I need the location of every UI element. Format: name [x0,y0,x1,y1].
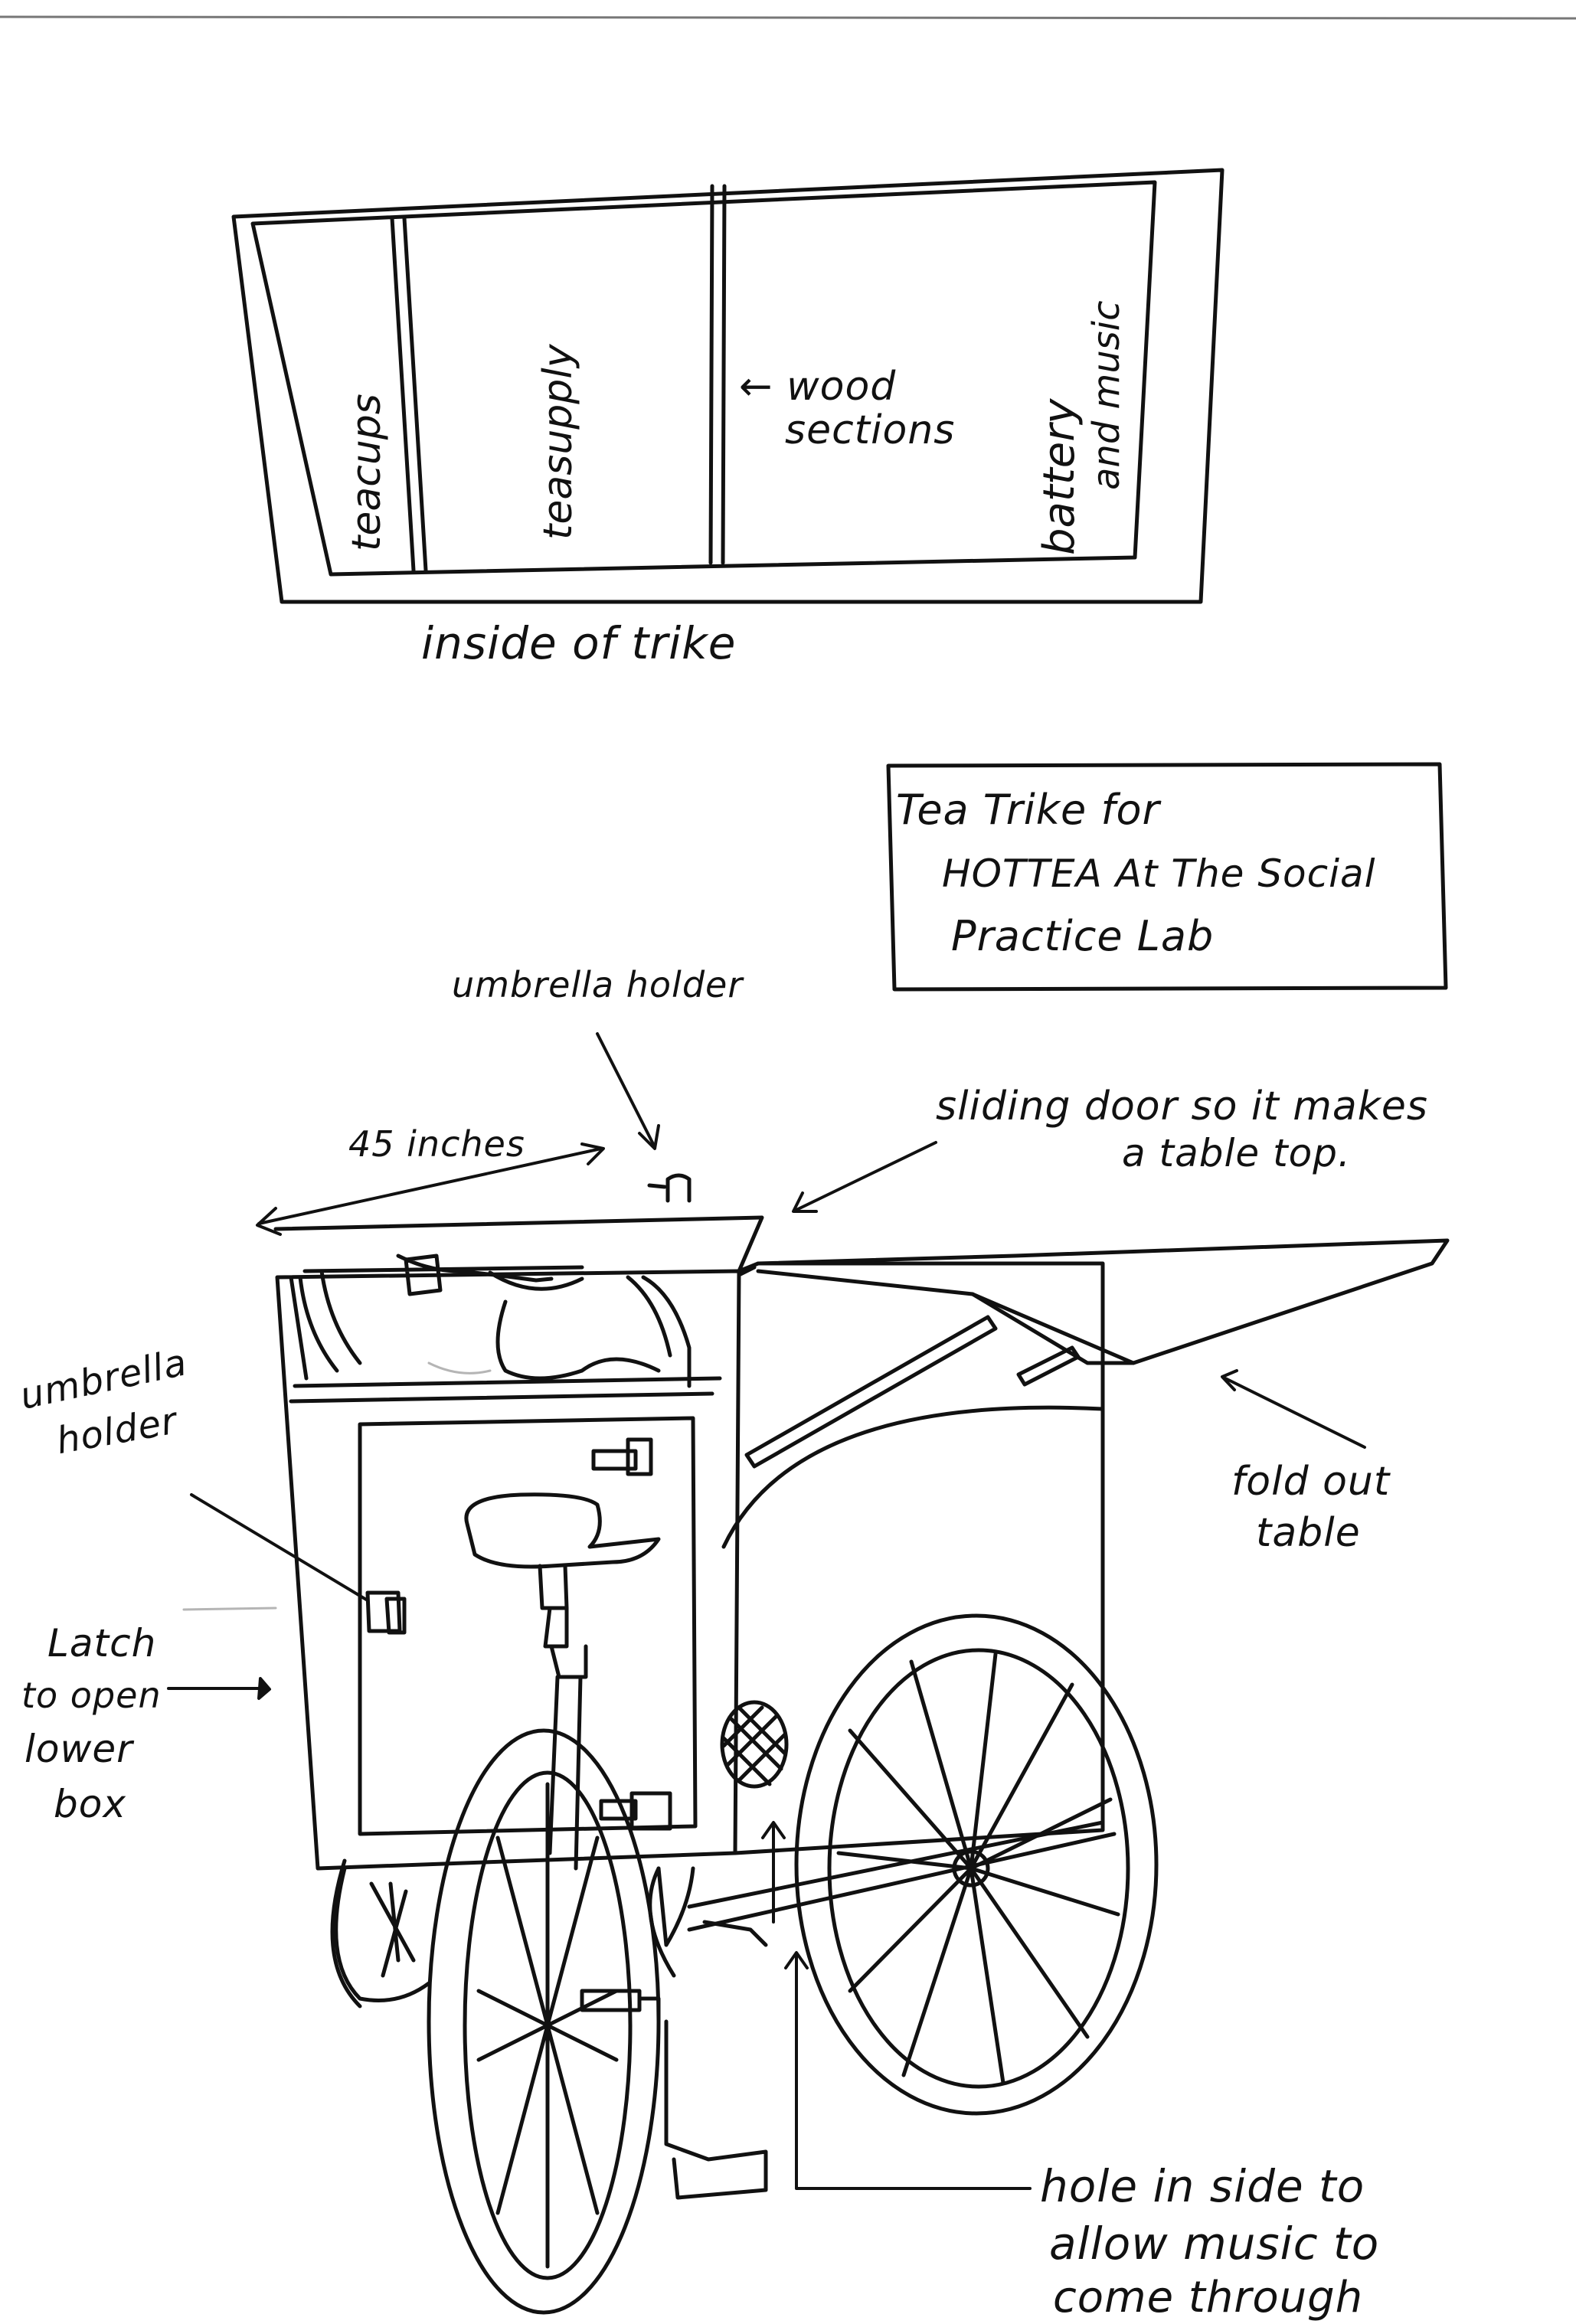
handlebar [298,1254,692,1388]
hole-label-1: hole in side to [1040,2160,1365,2212]
box-outer [231,168,1225,604]
paper-edge [0,15,1576,20]
dimension-label: 45 inches [348,1123,525,1165]
title-box-frame [886,762,1448,992]
title-line-2: HOTTEA At The Social [942,851,1376,896]
trike-drawing [273,1173,1450,2315]
fold-out-table [756,1238,1450,1365]
divider-1 [390,216,428,573]
sliding-door-label-1: sliding door so it makes [936,1084,1428,1129]
latch-label-3: lower [25,1727,133,1771]
hole-label-2: allow music to [1049,2218,1380,2270]
speaker-hole [720,1700,789,1789]
latch-label-4: box [54,1782,126,1826]
inside-box-diagram [231,168,1225,604]
sliding-door-label-2: a table top. [1122,1131,1351,1175]
label-and-music: and music [1085,300,1128,490]
box-front [275,1269,741,1871]
latch-label-1: Latch [47,1621,157,1665]
pedal [664,2019,768,2200]
title-line-3: Practice Lab [951,912,1215,960]
title-line-1: Tea Trike for [896,786,1160,834]
box-side [733,1261,1105,1855]
pencil-guides [182,1361,492,1611]
label-teasupply: teasupply [535,344,581,540]
label-wood: ← wood [739,364,897,410]
seat [464,1492,661,1569]
hole-label-3: come through [1053,2273,1364,2322]
wheel-front [427,1728,661,2315]
label-sections: sections [785,407,956,453]
label-battery: battery [1035,398,1084,555]
box-inner [250,180,1157,577]
top-umbrella-post [647,1173,692,1203]
lower-door [358,1416,698,1836]
wheel-right [794,1613,1159,2116]
label-teacups: teacups [344,394,390,551]
box-front-upper-rail [289,1376,722,1404]
latch-label-2: to open [21,1675,162,1716]
umbrella-holder-top-label: umbrella holder [452,964,744,1005]
lid-top [273,1215,764,1273]
box-caption: inside of trike [421,617,737,669]
wheel-rear-left [330,1858,431,2009]
fold-out-label-1: fold out [1231,1459,1391,1505]
divider-2 [708,184,727,565]
fold-out-label-2: table [1256,1510,1361,1556]
leader-lines [167,1032,1366,2190]
axle [687,1820,1117,1932]
